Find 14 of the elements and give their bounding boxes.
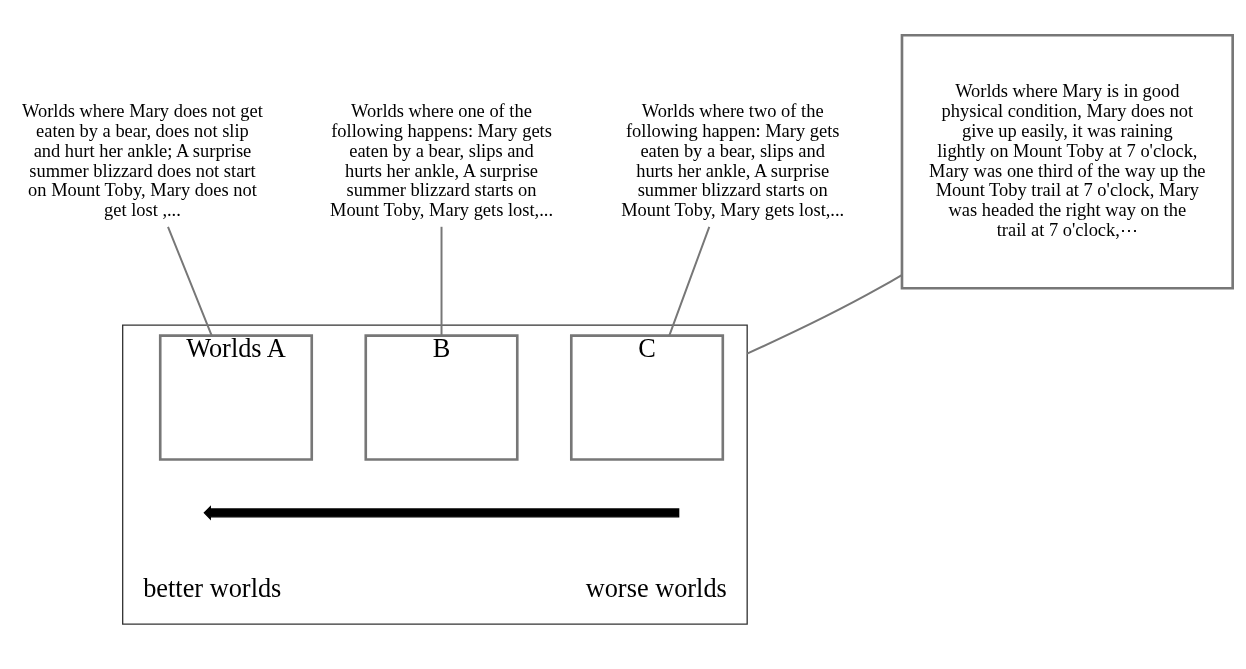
node-box: C [569, 333, 725, 461]
label: better worlds [143, 573, 282, 603]
cluster [122, 323, 748, 625]
node-text: Worlds where two of the following happen: Mary gets eaten by a bear, slips and hurts her ankle, A surprise summer blizzard starts on Mount Toby, Mary gets lost,... [621, 100, 845, 220]
node-box: Worlds where Mary is in good physical condition, Mary does not give up easily, it was raining lightly on Mount Toby at 7 o'clock, Mary was one third of the way up the Mount Toby trail at 7 o'clock, Mary was headed the right way on the trail at 7 o'clock,⋯ [900, 33, 1234, 290]
node-text: Worlds where one of the following happens: Mary gets eaten by a bear, slips and hurts her ankle, A surprise summer blizzard starts on Mount Toby, Mary gets lost,... [329, 100, 554, 220]
node-text: Worlds where Mary does not get eaten by a bear, does not slip and hurt her ankle; A surprise summer blizzard does not start on Mount Toby, Mary does not get lost ,... [22, 100, 263, 220]
connector [167, 225, 213, 336]
connector [746, 273, 903, 355]
connector [668, 225, 711, 336]
label: worse worlds [585, 573, 727, 603]
node-box: B [364, 333, 519, 461]
node-box: Worlds A [158, 333, 314, 461]
connector [440, 225, 443, 336]
